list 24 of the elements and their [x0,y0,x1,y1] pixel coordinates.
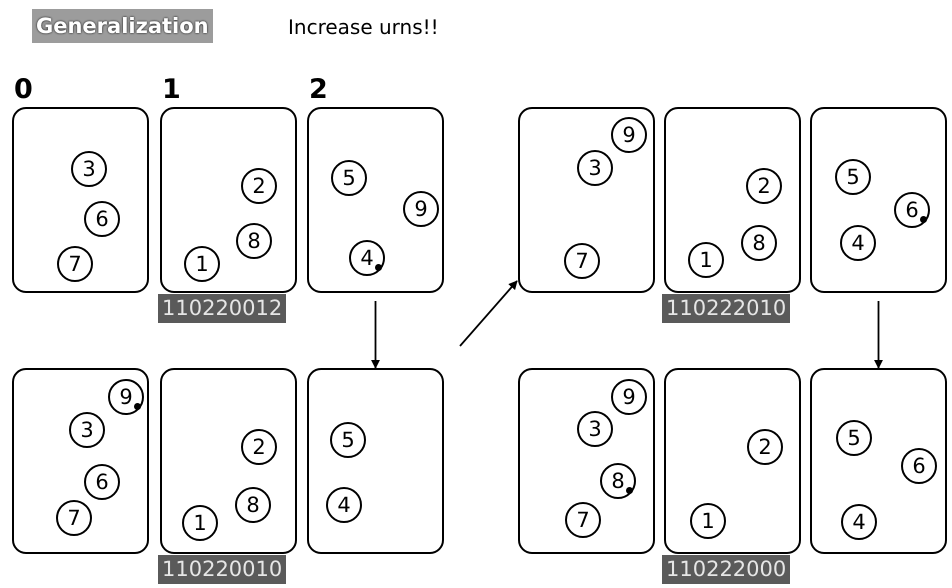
code-label: 110220012 [158,294,286,323]
urn-box [12,368,149,554]
urn-box [664,107,801,293]
urn-box [518,107,655,293]
arrow [874,301,883,369]
urn-box [810,107,947,293]
urn-box [160,107,297,293]
arrow [371,301,380,369]
column-number: 2 [309,76,328,103]
note-text: Increase urns!! [288,14,439,41]
column-number: 1 [162,76,181,103]
urn-box [664,368,801,554]
urn-box [518,368,655,554]
urn-box [307,107,444,293]
arrow [459,280,518,347]
urn-box [160,368,297,554]
urn-box [307,368,444,554]
code-label: 110222010 [662,294,790,323]
code-label: 110220010 [158,555,286,584]
code-label: 110222000 [662,555,790,584]
urn-box [810,368,947,554]
urn-box [12,107,149,293]
title: Generalization [32,9,213,43]
column-number: 0 [14,76,33,103]
